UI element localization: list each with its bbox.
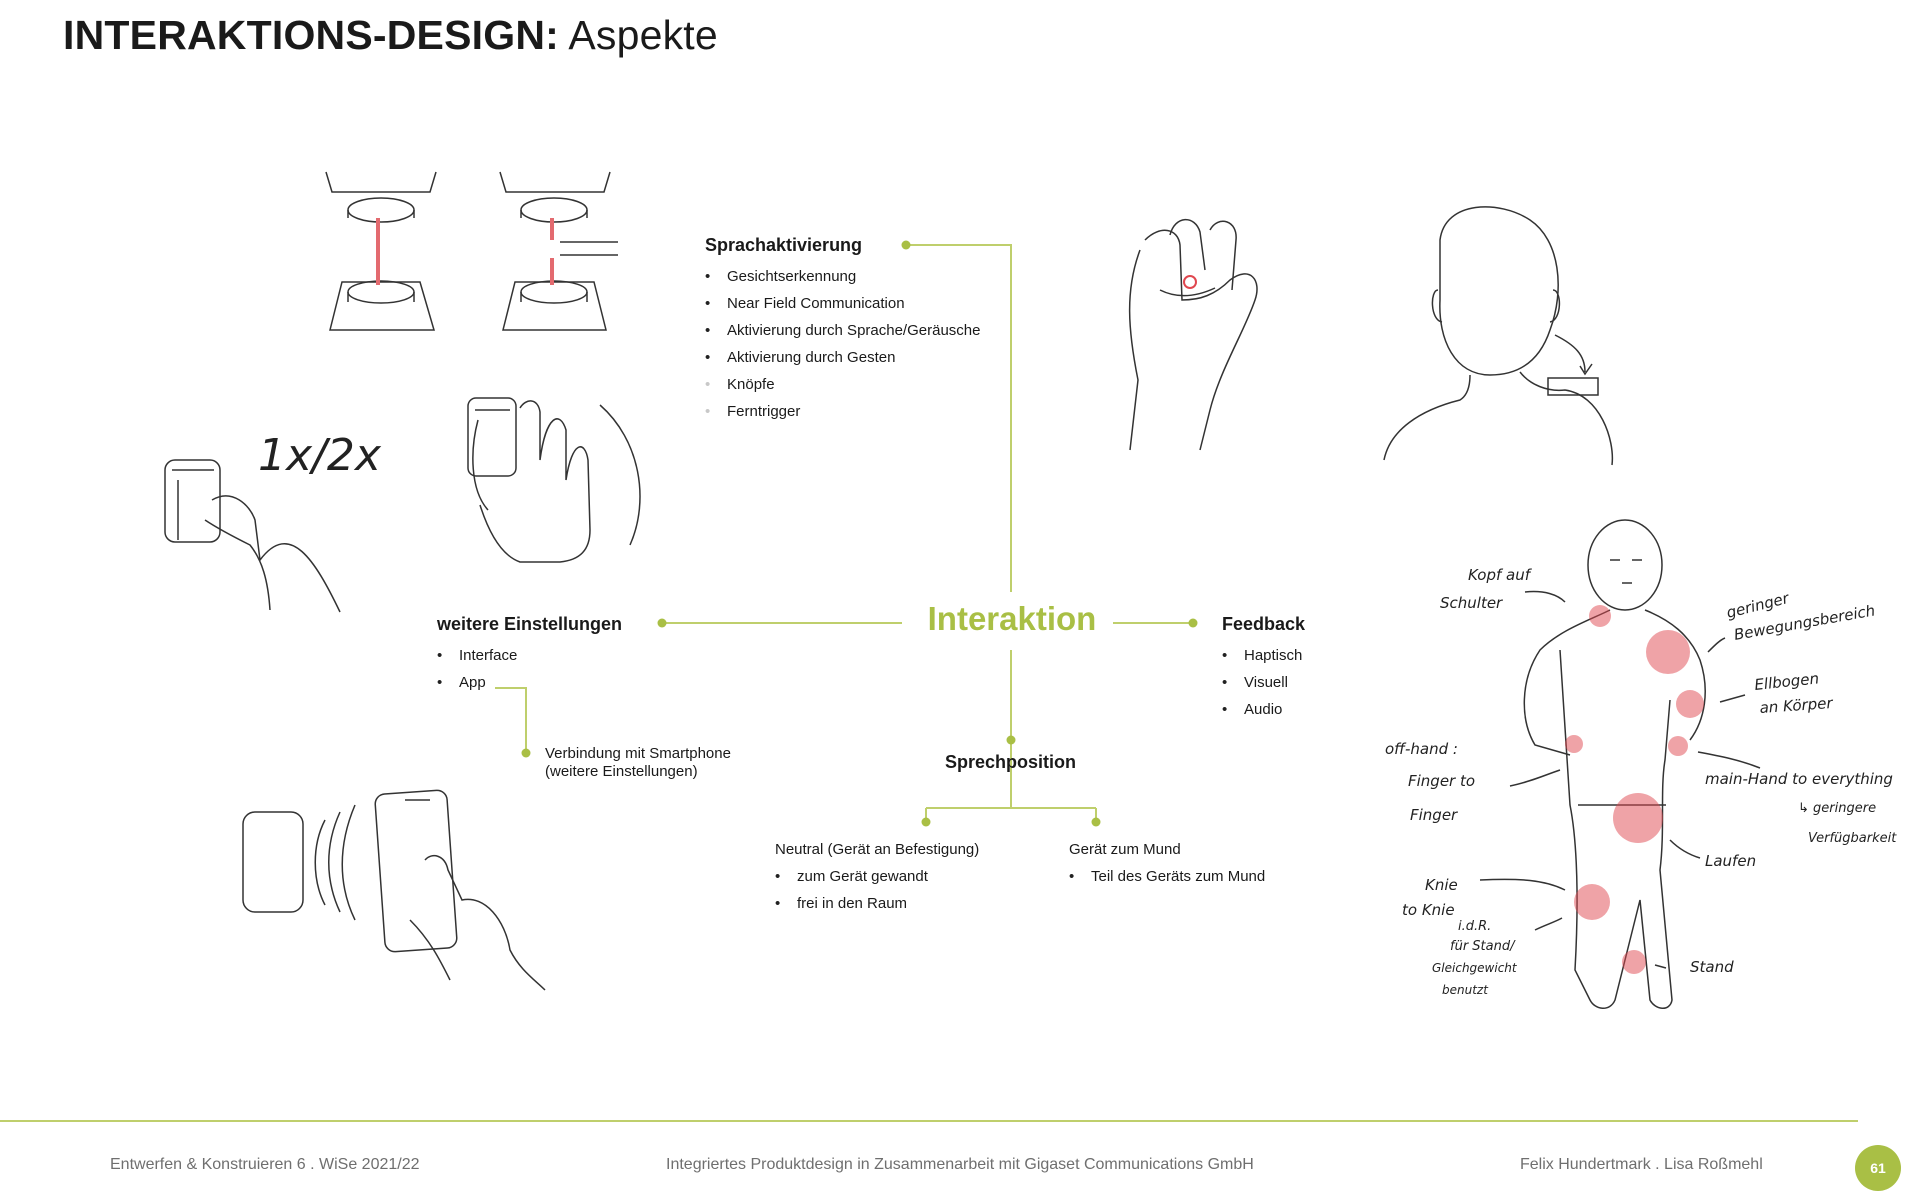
svg-text:benutzt: benutzt xyxy=(1442,983,1489,997)
sketch-smartphone xyxy=(242,789,546,991)
list-item: Knöpfe xyxy=(705,371,980,398)
page-title-regular: Aspekte xyxy=(568,12,718,58)
list-item: Haptisch xyxy=(1222,642,1305,669)
sprachaktivierung-list: Gesichtserkennung Near Field Communicati… xyxy=(705,263,980,425)
list-item: zum Gerät gewandt xyxy=(775,863,979,890)
sprachaktivierung-heading: Sprachaktivierung xyxy=(705,235,863,255)
node-weitere-einstellungen: weitere Einstellungen Interface App xyxy=(437,612,622,696)
svg-text:Kopf auf: Kopf auf xyxy=(1468,566,1533,584)
footer-authors: Felix Hundertmark . Lisa Roßmehl xyxy=(1520,1156,1763,1173)
note-mainhand-1: main-Hand to everything xyxy=(1705,770,1893,788)
footer-divider xyxy=(0,1120,1858,1122)
note-kopf-1: Kopf auf xyxy=(1468,566,1533,584)
svg-text:Ellbogen: Ellbogen xyxy=(1754,669,1820,694)
note-knie-1: Knie xyxy=(1425,876,1458,894)
note-offhand-3: Finger xyxy=(1410,806,1458,824)
svg-text:main-Hand to everything: main-Hand to everything xyxy=(1705,770,1893,788)
sprechposition-right-list: Teil des Geräts zum Mund xyxy=(1069,863,1265,890)
sketch-body xyxy=(1523,519,1706,1009)
press-count-note: 1x/2x xyxy=(258,430,382,481)
connector-lines xyxy=(495,244,1193,820)
svg-text:Verfügbarkeit: Verfügbarkeit xyxy=(1808,831,1897,846)
list-item: Aktivierung durch Gesten xyxy=(705,344,980,371)
svg-text:Schulter: Schulter xyxy=(1440,594,1503,612)
feedback-heading: Feedback xyxy=(1222,614,1306,634)
list-item: Ferntrigger xyxy=(705,398,980,425)
sketch-face-beams xyxy=(376,218,554,285)
list-item: Visuell xyxy=(1222,669,1305,696)
sprechposition-right-caption: Gerät zum Mund xyxy=(1069,841,1181,858)
sketch-pinch-hand xyxy=(1128,218,1258,451)
note-ellbogen-1: Ellbogen xyxy=(1754,669,1820,694)
list-item: Near Field Communication xyxy=(705,290,980,317)
note-stand-2: für Stand/ xyxy=(1450,939,1516,954)
list-item: Aktivierung durch Sprache/Geräusche xyxy=(705,317,980,344)
list-item: Teil des Geräts zum Mund xyxy=(1069,863,1265,890)
note-offhand-1: off-hand : xyxy=(1385,740,1458,758)
note-stand-1: i.d.R. xyxy=(1458,919,1491,934)
list-item: Interface xyxy=(437,642,622,669)
sketch-head-shoulder xyxy=(1383,206,1614,466)
sprechposition-left-list: zum Gerät gewandt frei in den Raum xyxy=(775,863,979,917)
note-mainhand-3: Verfügbarkeit xyxy=(1808,831,1897,846)
note-laufen: Laufen xyxy=(1705,852,1756,870)
sketch-face-activation xyxy=(325,171,618,331)
footer-project: Integriertes Produktdesign in Zusammenar… xyxy=(666,1156,1254,1173)
node-feedback: Feedback Haptisch Visuell Audio xyxy=(1222,612,1305,723)
note-knie-2: to Knie xyxy=(1402,901,1455,919)
note-stand-4: benutzt xyxy=(1442,983,1489,997)
einstellungen-list: Interface App xyxy=(437,642,622,696)
sprechposition-right: Gerät zum Mund Teil des Geräts zum Mund xyxy=(1069,836,1265,890)
sprechposition-heading: Sprechposition xyxy=(945,752,1077,772)
svg-text:an Körper: an Körper xyxy=(1759,694,1834,717)
feedback-list: Haptisch Visuell Audio xyxy=(1222,642,1305,723)
ring-marker xyxy=(1183,275,1197,289)
sprechposition-left-caption: Neutral (Gerät an Befestigung) xyxy=(775,841,980,858)
smartphone-note: Verbindung mit Smartphone (weitere Einst… xyxy=(545,745,731,781)
svg-text:Stand: Stand xyxy=(1690,958,1734,976)
center-node-interaktion: Interaktion xyxy=(927,600,1097,637)
page-number-badge: 61 xyxy=(1855,1145,1901,1191)
svg-text:i.d.R.: i.d.R. xyxy=(1458,919,1491,934)
node-sprachaktivierung: Sprachaktivierung Gesichtserkennung Near… xyxy=(705,233,980,425)
svg-text:Laufen: Laufen xyxy=(1705,852,1756,870)
annotation-leaders xyxy=(1479,590,1761,969)
footer-course: Entwerfen & Konstruieren 6 . WiSe 2021/2… xyxy=(110,1156,420,1173)
list-item: App xyxy=(437,669,622,696)
sketch-handwritten-notes: Kopf auf Schulter geringer Bewegungsbere… xyxy=(1385,566,1897,997)
svg-text:Gleichgewicht: Gleichgewicht xyxy=(1432,961,1518,975)
smartphone-note-line-2: (weitere Einstellungen) xyxy=(545,763,698,780)
note-kopf-2: Schulter xyxy=(1440,594,1503,612)
svg-text:to Knie: to Knie xyxy=(1402,901,1455,919)
connector-dots xyxy=(521,240,1198,827)
sprechposition-left: Neutral (Gerät an Befestigung) zum Gerät… xyxy=(775,836,979,917)
note-offhand-2: Finger to xyxy=(1408,772,1475,790)
page-title: INTERAKTIONS-DESIGN: Aspekte xyxy=(63,12,718,59)
note-mainhand-2: ↳ geringere xyxy=(1798,801,1876,816)
sketch-button-press xyxy=(164,459,341,613)
note-stand: Stand xyxy=(1690,958,1734,976)
list-item: Gesichtserkennung xyxy=(705,263,980,290)
body-highlight-zones xyxy=(1565,605,1704,974)
sketch-gesture xyxy=(467,397,641,563)
page-title-bold: INTERAKTIONS-DESIGN: xyxy=(63,12,559,58)
einstellungen-heading: weitere Einstellungen xyxy=(437,614,623,634)
node-sprechposition: Sprechposition xyxy=(945,750,1076,780)
list-item: Audio xyxy=(1222,696,1305,723)
svg-text:Finger to: Finger to xyxy=(1408,772,1475,790)
svg-text:↳ geringere: ↳ geringere xyxy=(1798,801,1876,816)
svg-text:Knie: Knie xyxy=(1425,876,1458,894)
svg-text:für Stand/: für Stand/ xyxy=(1450,939,1516,954)
list-item: frei in den Raum xyxy=(775,890,979,917)
svg-text:Finger: Finger xyxy=(1410,806,1458,824)
svg-text:off-hand :: off-hand : xyxy=(1385,740,1458,758)
note-ellbogen-2: an Körper xyxy=(1759,694,1834,717)
smartphone-note-line-1: Verbindung mit Smartphone xyxy=(545,745,731,762)
note-stand-3: Gleichgewicht xyxy=(1432,961,1518,975)
